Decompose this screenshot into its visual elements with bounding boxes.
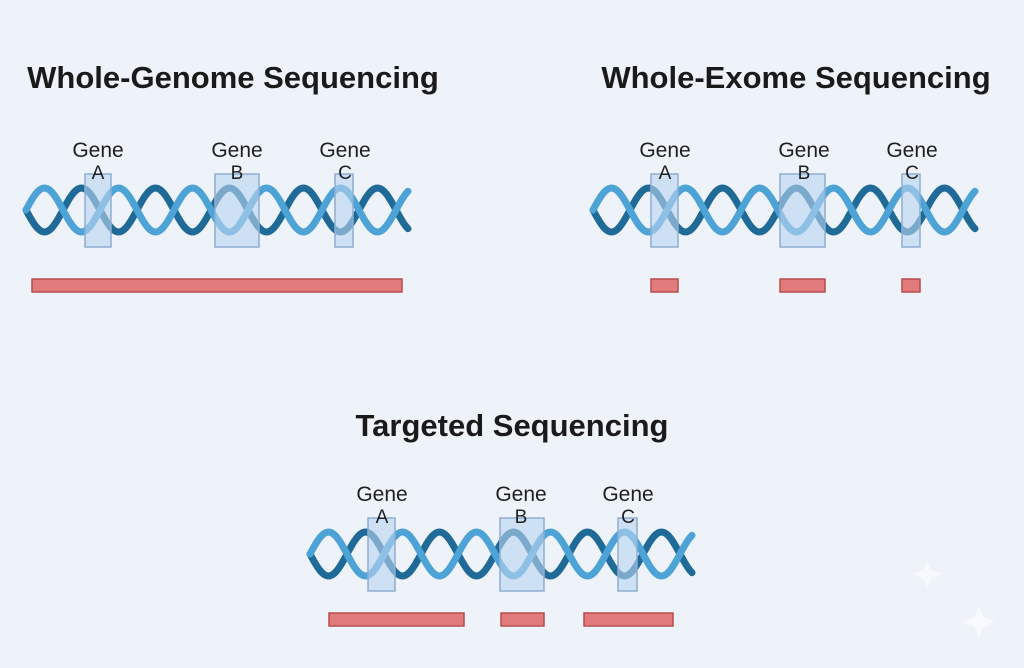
gene-highlight	[779, 173, 826, 248]
gene-b: Gene B	[495, 483, 547, 592]
panel-title: Whole-Exome Sequencing	[601, 60, 990, 95]
gene-letter: A	[659, 163, 672, 184]
gene-letter: A	[92, 163, 105, 184]
sequencing-read-bar	[500, 612, 545, 627]
gene-letter: B	[515, 507, 528, 528]
panel-whole-genome: Whole-Genome Sequencing Gene A Gene B Ge…	[22, 60, 439, 293]
gene-highlight	[367, 517, 396, 592]
sequencing-read-bar	[328, 612, 465, 627]
gene-b: Gene B	[211, 139, 263, 248]
gene-highlight	[617, 517, 638, 592]
gene-highlight	[499, 517, 545, 592]
gene-label: Gene	[495, 483, 546, 506]
gene-a: Gene A	[72, 139, 124, 248]
gene-letter: A	[376, 507, 389, 528]
sparkle-icon	[913, 560, 995, 638]
panel-title: Whole-Genome Sequencing	[27, 60, 439, 95]
gene-label: Gene	[602, 483, 653, 506]
gene-letter: C	[621, 507, 635, 528]
gene-b: Gene B	[778, 139, 830, 248]
gene-letter: C	[905, 163, 919, 184]
gene-label: Gene	[72, 139, 123, 162]
panel-title: Targeted Sequencing	[356, 408, 669, 443]
panel-targeted: Targeted Sequencing Gene A Gene B Gene C	[306, 408, 696, 627]
gene-c: Gene C	[319, 139, 371, 248]
gene-label: Gene	[211, 139, 262, 162]
gene-highlight	[901, 173, 921, 248]
gene-a: Gene A	[639, 139, 691, 248]
gene-label: Gene	[356, 483, 407, 506]
gene-highlight	[334, 173, 354, 248]
gene-a: Gene A	[356, 483, 408, 592]
gene-letter: B	[798, 163, 811, 184]
gene-c: Gene C	[602, 483, 654, 592]
gene-label: Gene	[778, 139, 829, 162]
gene-highlight	[650, 173, 679, 248]
gene-label: Gene	[639, 139, 690, 162]
sequencing-read-bar	[583, 612, 674, 627]
gene-highlight	[84, 173, 112, 248]
gene-letter: C	[338, 163, 352, 184]
sequencing-read-bar	[901, 278, 921, 293]
gene-c: Gene C	[886, 139, 938, 248]
gene-label: Gene	[319, 139, 370, 162]
gene-letter: B	[231, 163, 244, 184]
gene-highlight	[214, 173, 260, 248]
panel-whole-exome: Whole-Exome Sequencing Gene A Gene B Gen…	[589, 60, 991, 293]
gene-label: Gene	[886, 139, 937, 162]
sequencing-read-bar	[31, 278, 403, 293]
sequencing-read-bar	[779, 278, 826, 293]
sequencing-read-bar	[650, 278, 679, 293]
